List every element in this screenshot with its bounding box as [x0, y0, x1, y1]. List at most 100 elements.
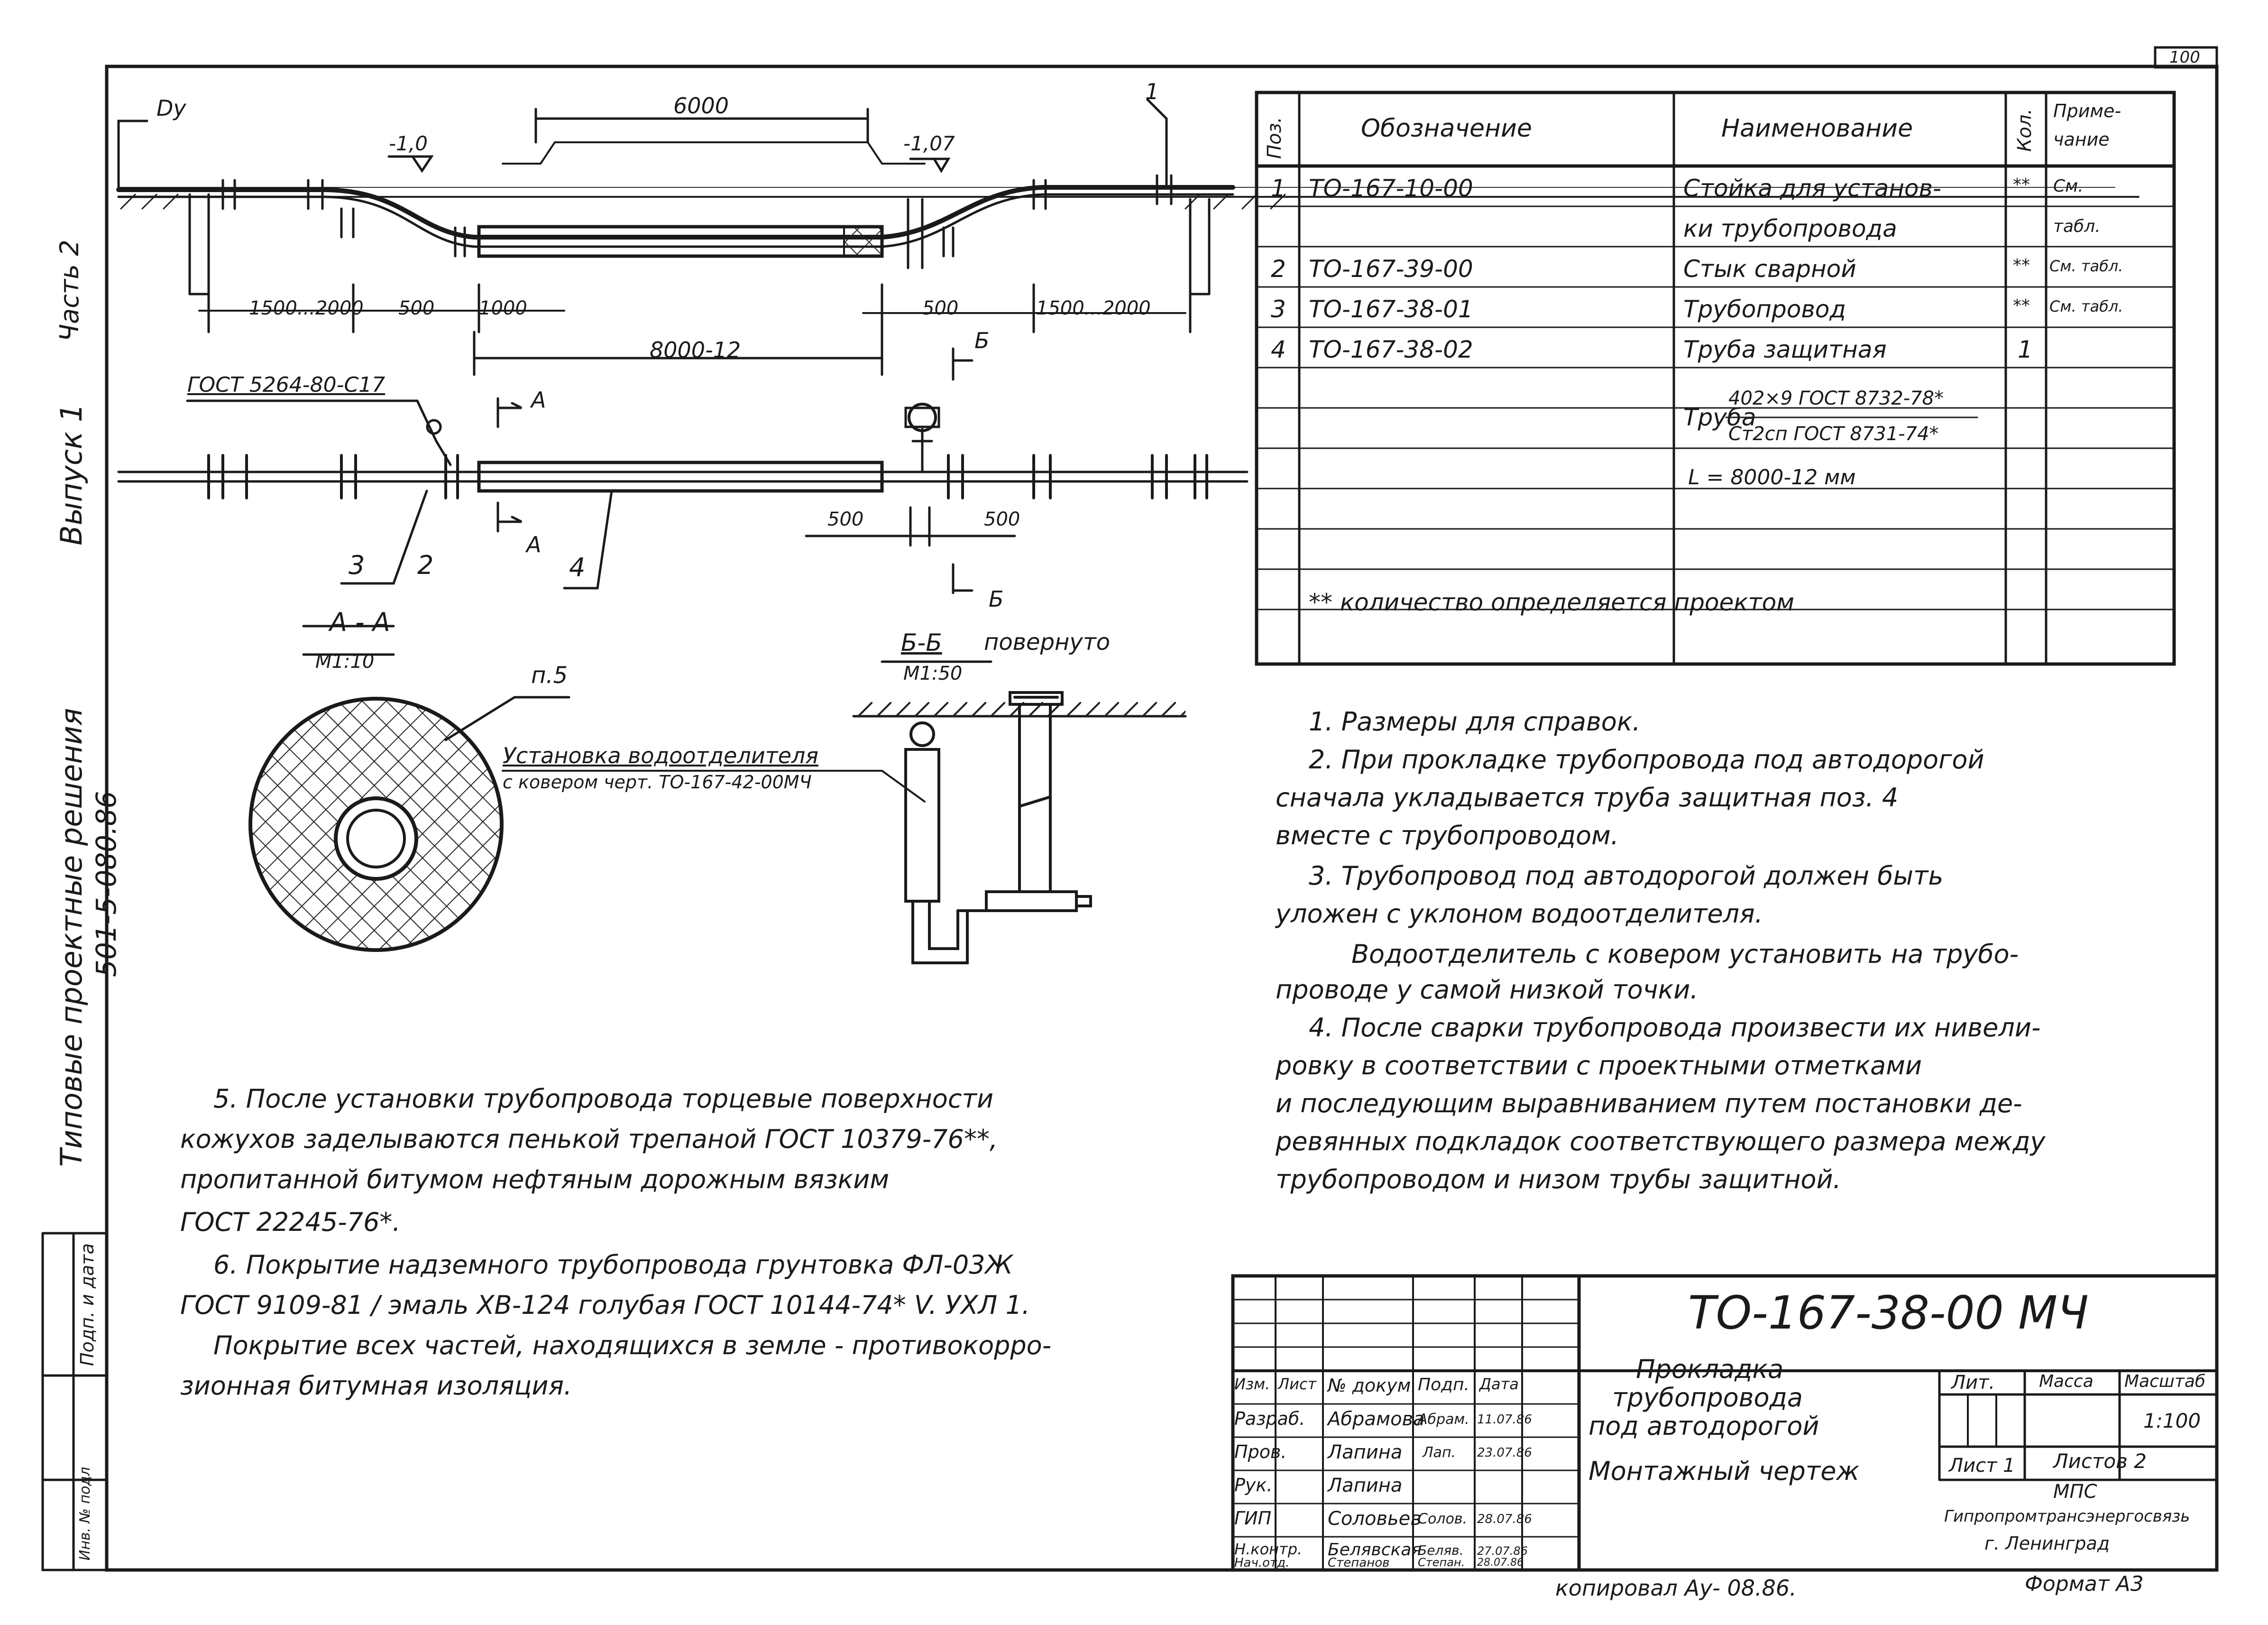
- note-line: 6. Покрытие надземного трубопровода грун…: [213, 1250, 1013, 1280]
- spec-row-note: См. табл.: [2049, 257, 2123, 275]
- note-line: кожухов заделываются пенькой трепаной ГО…: [180, 1124, 998, 1154]
- pipe-word: Труба: [1683, 404, 1756, 431]
- tb-role: Нач.отд.: [1234, 1556, 1290, 1570]
- spec-row-designation: ТО-167-38-02: [1309, 336, 1473, 363]
- section-b-top: Б: [974, 328, 990, 353]
- section-bb-scale: М1:50: [903, 663, 963, 684]
- section-aa-title: А - А: [330, 607, 390, 637]
- tb-date: 28.07.86: [1477, 1557, 1524, 1569]
- tb-date: 28.07.86: [1477, 1512, 1532, 1526]
- water-separator-ref: с ковером черт. ТО-167-42-00МЧ: [503, 772, 812, 793]
- scale-label: Масштаб: [2124, 1372, 2206, 1391]
- note-line: 3. Трубопровод под автодорогой должен бы…: [1309, 861, 1944, 891]
- spec-row-note: табл.: [2053, 217, 2101, 236]
- tb-header-sign: Подп.: [1418, 1375, 1469, 1394]
- note-line: ровку в соответствии с проектными отметк…: [1276, 1051, 1922, 1080]
- note-line: вместе с трубопроводом.: [1276, 821, 1619, 850]
- section-bb-title: Б-Б: [901, 629, 942, 656]
- spec-row-designation: ТО-167-39-00: [1309, 255, 1473, 283]
- section-bb-turned: повернуто: [984, 629, 1111, 656]
- tb-name: Соловьев: [1328, 1508, 1422, 1530]
- spec-row-qty: **: [2013, 296, 2030, 315]
- dim-8000: 8000-12: [650, 337, 741, 363]
- spec-row-qty: 1: [2018, 336, 2033, 363]
- spec-row-name: Труба защитная: [1683, 336, 1887, 363]
- note-line: ревянных подкладок соответствующего разм…: [1276, 1126, 2046, 1156]
- copied-by: копировал Ау- 08.86.: [1555, 1575, 1797, 1601]
- spec-row-qty: **: [2013, 256, 2030, 275]
- water-separator-label: Установка водоотделителя: [503, 743, 818, 768]
- pos-1-label: 1: [1145, 79, 1159, 104]
- spec-header-pos: Поз.: [1264, 117, 1286, 159]
- title-line-3: под автодорогой: [1589, 1411, 1819, 1441]
- tb-header-docnum: № докум.: [1328, 1375, 1417, 1396]
- series-title: Типовые проектные решения: [54, 708, 89, 1167]
- issue-label: Выпуск 1: [54, 403, 89, 545]
- dim-500-plan-right: 500: [984, 508, 1020, 530]
- gost-weld-label: ГОСТ 5264-80-С17: [187, 373, 386, 397]
- tb-signature: Лап.: [1423, 1444, 1456, 1461]
- note-line: Покрытие всех частей, находящихся в земл…: [213, 1330, 1052, 1360]
- spec-row-name: Стык сварной: [1683, 255, 1856, 283]
- inventory-label: Инв. № подл: [77, 1467, 93, 1560]
- spec-row-note: См.: [2053, 176, 2084, 196]
- pos-3-label: 3: [349, 550, 365, 580]
- note-line: 4. После сварки трубопровода произвести …: [1309, 1013, 2041, 1043]
- spec-row-name: Трубопровод: [1683, 295, 1846, 323]
- pipe-steel: Ст2сп ГОСТ 8731-74*: [1728, 423, 1939, 445]
- part-label: Часть 2: [55, 240, 84, 342]
- dim-500-plan-left: 500: [827, 508, 864, 530]
- tb-signature: Солов.: [1418, 1511, 1468, 1527]
- title-line-2: трубопровода: [1612, 1383, 1803, 1413]
- tb-header-change: Изм.: [1234, 1375, 1270, 1393]
- dim-500-left: 500: [398, 297, 435, 319]
- spec-row-pos: 2: [1271, 255, 1286, 283]
- tb-name: Лапина: [1328, 1441, 1403, 1463]
- pipe-size: 402×9 ГОСТ 8732-78*: [1728, 388, 1944, 409]
- title-line-4: Монтажный чертеж: [1589, 1456, 1860, 1486]
- spec-row-name: Стойка для установ-: [1683, 175, 1941, 202]
- tb-signature: Абрам.: [1418, 1411, 1469, 1428]
- tb-date: 27.07.86: [1477, 1544, 1528, 1558]
- tb-role: Разраб.: [1234, 1408, 1305, 1429]
- spec-footnote: ** количество определяется проектом: [1309, 589, 1794, 616]
- spec-row-note: См. табл.: [2049, 297, 2123, 315]
- note-line: проводе у самой низкой точки.: [1276, 975, 1699, 1005]
- tb-name: Абрамова: [1328, 1408, 1425, 1430]
- tb-header-date: Дата: [1479, 1375, 1519, 1393]
- note-line: зионная битумная изоляция.: [180, 1371, 572, 1401]
- org-ministry: МПС: [2053, 1481, 2097, 1503]
- note-line: ГОСТ 22245-76*.: [180, 1207, 401, 1237]
- title-line-1: Прокладка: [1636, 1354, 1784, 1384]
- note-line: 2. При прокладке трубопровода под автодо…: [1309, 745, 1984, 775]
- tb-name: Лапина: [1328, 1475, 1403, 1496]
- tb-name: Белявская: [1328, 1540, 1422, 1560]
- page-number: 100: [2169, 48, 2200, 67]
- note-line: сначала укладывается труба защитная поз.…: [1276, 783, 1899, 812]
- tb-role: ГИП: [1234, 1508, 1272, 1529]
- spec-header-name: Наименование: [1721, 114, 1913, 143]
- paper-format: Формат А3: [2025, 1572, 2144, 1596]
- tb-date: 23.07.86: [1477, 1446, 1532, 1460]
- item-5-label: п.5: [531, 662, 568, 689]
- note-line: 5. После установки трубопровода торцевые…: [213, 1084, 994, 1114]
- note-line: пропитанной битумом нефтяным дорожным вя…: [180, 1164, 890, 1194]
- note-line: и последующим выравниванием путем постан…: [1276, 1089, 2022, 1118]
- spec-row-pos: 1: [1271, 175, 1286, 202]
- note-line: Водоотделитель с ковером установить на т…: [1351, 939, 2019, 969]
- tb-role: Рук.: [1234, 1475, 1273, 1496]
- document-code: ТО-167-38-00 МЧ: [1688, 1286, 2089, 1339]
- lit-label: Лит.: [1951, 1372, 1995, 1394]
- org-institute: Гипропромтрансэнергосвязь: [1944, 1507, 2190, 1526]
- spec-header-designation: Обозначение: [1361, 114, 1532, 143]
- pos-4-label: 4: [569, 553, 586, 582]
- tb-role: Пров.: [1234, 1441, 1287, 1462]
- dim-1000: 1000: [479, 297, 527, 319]
- section-aa-scale: М1:10: [315, 651, 375, 673]
- spec-row-pos: 4: [1271, 336, 1286, 363]
- dim-6000: 6000: [673, 93, 729, 119]
- spec-row-pos: 3: [1271, 295, 1286, 323]
- tb-header-sheet: Лист: [1278, 1375, 1317, 1393]
- sign-date-label: Подп. и дата: [77, 1243, 98, 1366]
